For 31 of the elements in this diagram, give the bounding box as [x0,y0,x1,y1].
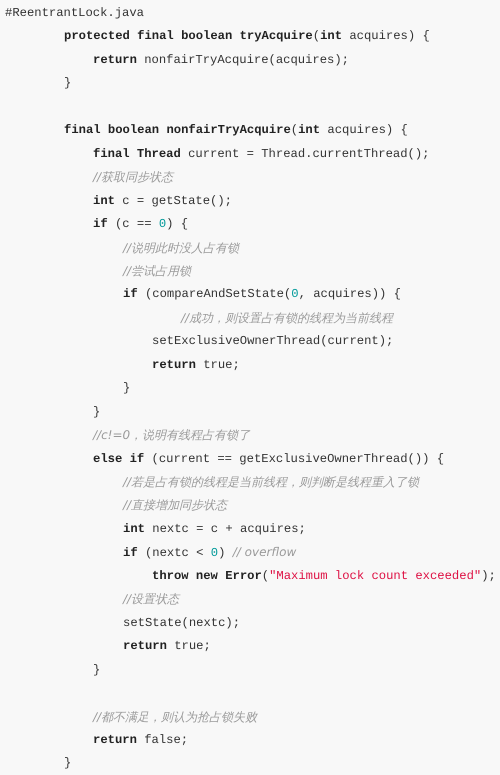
code-line: else if (current == getExclusiveOwnerThread()) { [93,450,444,467]
code-line: #ReentrantLock.java [5,5,144,21]
code-line: } [93,404,100,420]
code-line: //直接增加同步状态 [123,497,228,514]
code-line: //若是占有锁的线程是当前线程，则判断是线程重入了锁 [123,474,420,491]
code-line: return true; [152,356,240,373]
code-line: int nextc = c + acquires; [123,520,306,537]
code-line: //c!=0，说明有线程占有锁了 [93,427,250,444]
code-line: return true; [123,638,211,654]
code-line: //都不满足，则认为抢占锁失败 [93,708,258,726]
code-line: //成功，则设置占有锁的线程为当前线程 [181,310,394,327]
code-line: if (c == 0) { [93,216,188,232]
code-line: //说明此时没人占有锁 [123,240,240,256]
code-line: if (compareAndSetState(0, acquires)) { [123,286,401,302]
code-line: return nonfairTryAcquire(acquires); [93,52,349,68]
code-line: setExclusiveOwnerThread(current); [152,333,394,350]
code-line: //尝试占用锁 [123,262,192,280]
code-line: //设置状态 [123,591,180,608]
code-line: } [64,75,72,92]
code-line: int c = getState(); [93,192,232,209]
code-line: return false; [93,732,188,748]
code-line: //获取同步状态 [93,169,174,186]
code-line: throw new Error("Maximum lock count exceeded"); [152,568,496,584]
code-line: final Thread current = Thread.currentThread(); [93,146,430,162]
code-line: } [64,755,72,772]
code-line: if (nextc < 0) // overflow [123,544,296,562]
code-line: protected final boolean tryAcquire(int acquires) { [64,28,430,44]
code-line: } [123,380,130,396]
code-line: setState(nextc); [123,614,240,631]
code-line: } [93,662,100,678]
code-line: final boolean nonfairTryAcquire(int acquires) { [64,122,408,138]
